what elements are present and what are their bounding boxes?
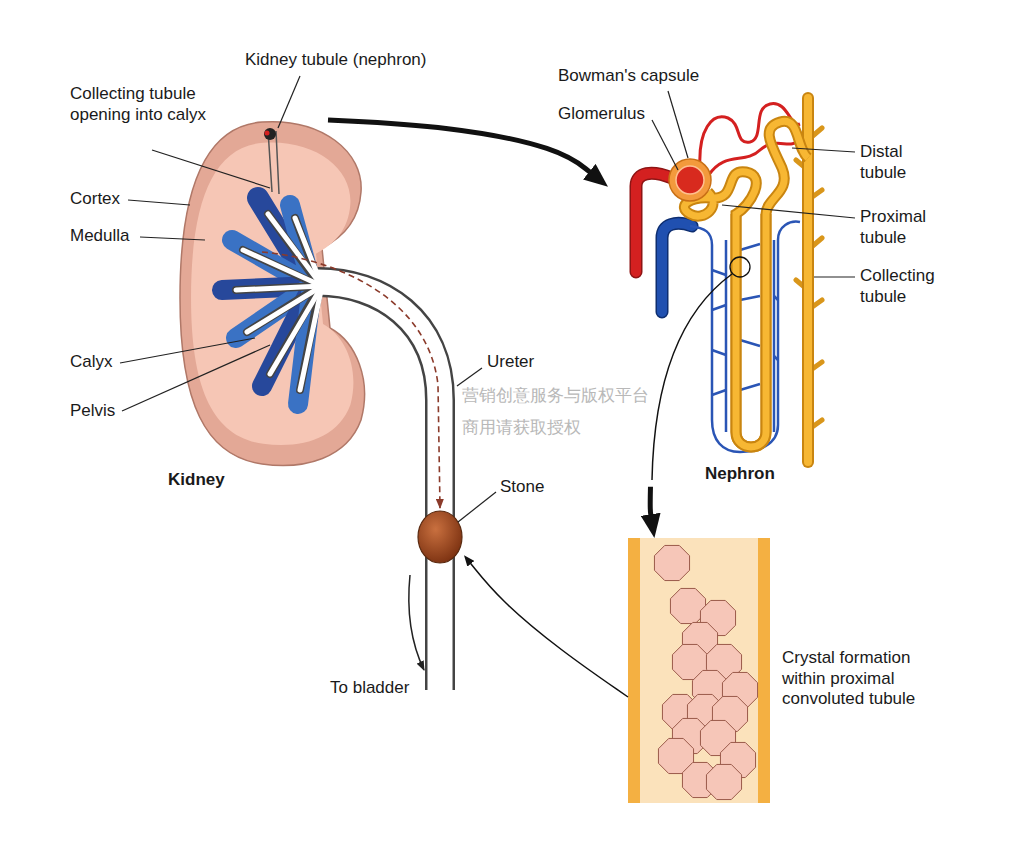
leader-lines — [120, 76, 855, 522]
crystal — [654, 545, 689, 580]
kidney-stone: Stone — [416, 511, 464, 563]
pelvis-branch — [236, 286, 322, 290]
flow-arrow — [648, 487, 654, 517]
label-holder: Cortex — [70, 189, 120, 210]
capillary — [690, 222, 800, 452]
label-holder: Ureter — [487, 352, 534, 373]
part-label: Cortex — [70, 189, 120, 210]
part-label: Collecting tubule opening into calyx — [70, 84, 210, 125]
capillary-mesh — [690, 222, 800, 452]
kidney-illustration — [180, 122, 462, 690]
kidney-figure: Kidney — [168, 120, 368, 493]
zoom-circle — [730, 257, 750, 277]
part-label: Glomerulus — [558, 104, 645, 125]
crystal-panel: Crystal formation within proximal convol… — [628, 538, 958, 803]
vein — [662, 223, 692, 312]
figure-caption: Stone — [500, 477, 544, 498]
part-label: Proximal tubule — [860, 207, 942, 248]
vein — [662, 223, 692, 312]
ureter-lumen — [318, 282, 440, 690]
label-holder: Proximal tubule — [860, 207, 942, 248]
stone-path — [262, 252, 440, 508]
leader-line — [457, 368, 482, 386]
pelvis-lumen — [236, 214, 322, 390]
label-holder: Collecting tubule — [860, 266, 952, 307]
flow-arrow — [470, 562, 628, 697]
figure-caption: Nephron — [705, 464, 775, 485]
part-label: Medulla — [70, 226, 130, 247]
label-holder: Collecting tubule opening into calyx — [70, 84, 210, 125]
label-holder: Pelvis — [70, 401, 115, 422]
tubule-wall — [628, 538, 770, 803]
part-label: Kidney tubule (nephron) — [245, 50, 426, 71]
leader-line — [458, 492, 496, 522]
leader-line — [668, 91, 688, 158]
part-label: Collecting tubule — [860, 266, 952, 307]
label-holder: Distal tubule — [860, 142, 930, 183]
watermark: 营销创意服务与版权平台 — [462, 386, 649, 407]
crystal-illustration — [628, 538, 770, 803]
label-holder: Glomerulus — [558, 104, 645, 125]
label-holder: 营销创意服务与版权平台 — [462, 386, 649, 407]
leader-line — [792, 148, 855, 152]
leader-line — [652, 120, 678, 170]
leader-line — [152, 150, 270, 188]
leader-line — [122, 345, 270, 411]
leader-line — [120, 338, 255, 363]
nephron-mini — [264, 128, 276, 140]
direction-label: To bladder — [330, 678, 409, 699]
label-holder: 商用请获取授权 — [462, 418, 581, 439]
part-label: Pelvis — [70, 401, 115, 422]
nephron-mini — [265, 131, 270, 136]
crystal — [706, 764, 741, 799]
part-label: Ureter — [487, 352, 534, 373]
leader-line — [140, 237, 205, 240]
label-holder: Bowman's capsule — [558, 66, 699, 87]
label-holder: Medulla — [70, 226, 130, 247]
leader-line — [814, 276, 855, 277]
part-label: Calyx — [70, 352, 113, 373]
pelvis-branch — [300, 286, 322, 390]
part-label: Distal tubule — [860, 142, 930, 183]
watermark: 商用请获取授权 — [462, 418, 581, 439]
ureter-wall — [318, 282, 440, 690]
figure-caption: Crystal formation within proximal convol… — [782, 648, 952, 710]
flow-arrow — [328, 120, 591, 173]
figure-caption: Kidney — [168, 470, 225, 491]
part-label: Bowman's capsule — [558, 66, 699, 87]
nephron-figure: Nephron — [608, 92, 844, 487]
label-holder: Calyx — [70, 352, 113, 373]
flow-arrow — [409, 575, 424, 670]
glomerulus — [676, 166, 704, 194]
capillary — [700, 104, 800, 168]
zoom-line — [652, 274, 732, 480]
nephron-illustration — [636, 98, 822, 480]
label-holder: To bladder — [330, 678, 409, 699]
stone-shape — [418, 511, 462, 563]
leader-line — [278, 76, 300, 128]
leader-line — [128, 200, 190, 205]
label-holder: Kidney tubule (nephron) — [245, 50, 426, 71]
leader-line — [722, 205, 855, 218]
tubule-lumen — [640, 538, 758, 803]
